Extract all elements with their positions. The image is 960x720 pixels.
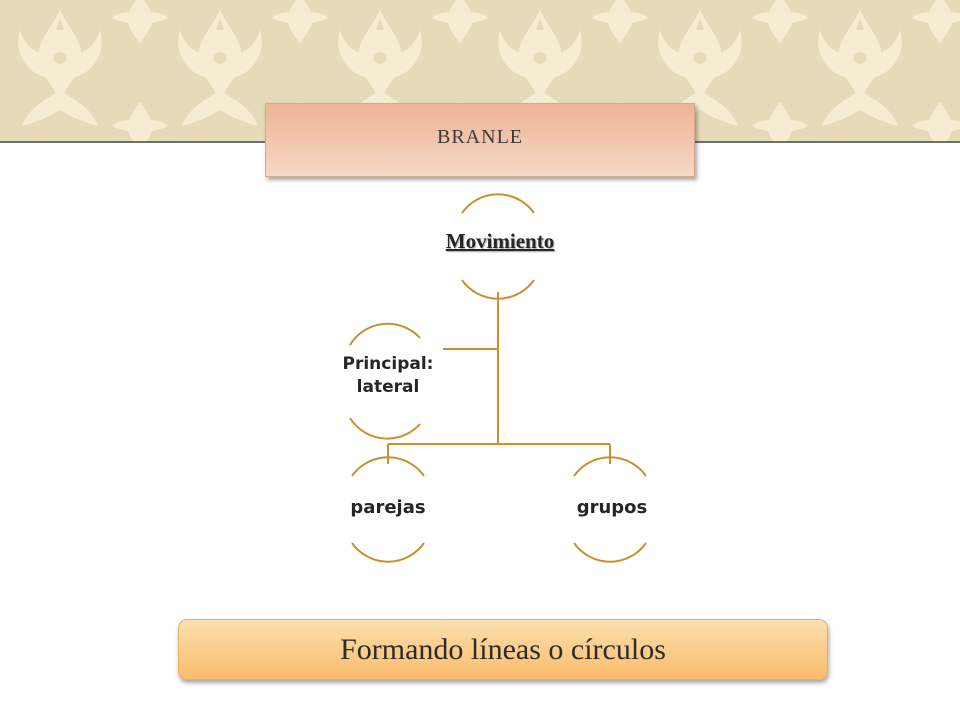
- node-parejas-label: parejas: [350, 497, 426, 518]
- node-root-arcs: [461, 193, 535, 300]
- node-parejas-arcs: [351, 456, 425, 563]
- page-title: BRANLE: [437, 125, 523, 148]
- footer-text: Formando líneas o círculos: [340, 632, 666, 666]
- node-side-label: Principal: lateral: [342, 354, 434, 397]
- node-side-arcs: [349, 322, 421, 440]
- title-box: BRANLE: [265, 103, 695, 177]
- footer-callout: Formando líneas o círculos: [178, 619, 828, 680]
- node-grupos-arcs: [573, 456, 647, 563]
- node-grupos-label: grupos: [576, 497, 648, 518]
- node-root-label: Movimiento: [445, 229, 555, 253]
